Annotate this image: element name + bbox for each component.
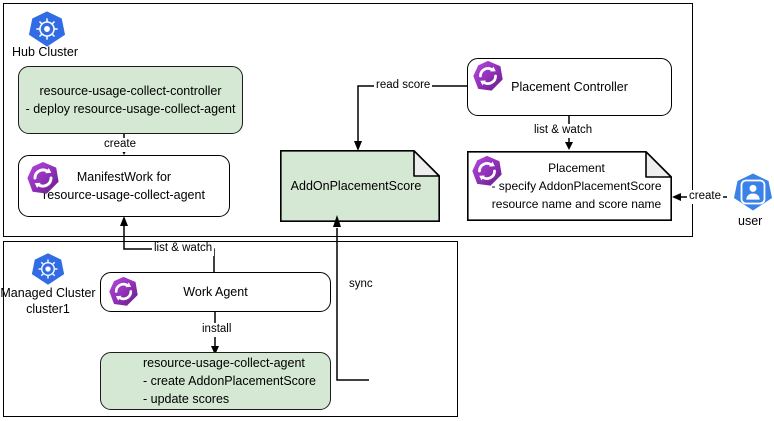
- edge-label-read-score: read score: [374, 79, 433, 93]
- placement-controller-box: Placement Controller: [467, 58, 672, 116]
- resource-usage-collect-controller-box: resource-usage-collect-controller - depl…: [18, 66, 243, 134]
- kubernetes-icon: [31, 252, 65, 286]
- resource-usage-collect-agent-label: resource-usage-collect-agent - create Ad…: [142, 355, 317, 407]
- resource-usage-collect-agent-box: resource-usage-collect-agent - create Ad…: [100, 352, 331, 410]
- work-agent-box: Work Agent: [100, 272, 331, 312]
- edge-sync-score: [333, 215, 369, 381]
- placement-label: Placement - specify AddonPlacementScore …: [491, 161, 662, 211]
- edge-label-install-agent: install: [200, 323, 234, 337]
- ocm-sync-icon: [26, 161, 60, 195]
- edge-label-list-and-watch-placement: list & watch: [532, 124, 595, 138]
- hub-cluster-frame: [3, 3, 693, 237]
- ocm-sync-icon: [471, 155, 503, 187]
- user-icon: [733, 172, 773, 212]
- edge-label-list-and-watch-manifestwork: list & watch: [152, 242, 215, 256]
- ocm-sync-icon: [472, 60, 504, 92]
- edge-label-sync-score: sync: [347, 278, 375, 292]
- edge-label-create-manifestwork: create: [102, 138, 138, 152]
- managed-cluster-frame: [3, 241, 458, 417]
- managed-cluster-label: Managed Cluster cluster1: [0, 286, 96, 317]
- addonplacementscore-note: AddOnPlacementScore: [280, 150, 440, 222]
- kubernetes-icon: [28, 10, 66, 48]
- placement-note: Placement - specify AddonPlacementScore …: [467, 151, 672, 221]
- user-label: user: [738, 214, 763, 228]
- addonplacementscore-label: AddOnPlacementScore: [290, 178, 422, 193]
- hub-cluster-label: Hub Cluster: [12, 45, 78, 59]
- edge-read-score: [354, 85, 474, 151]
- edge-label-create-placement: create: [687, 190, 723, 204]
- ocm-sync-icon: [108, 276, 139, 307]
